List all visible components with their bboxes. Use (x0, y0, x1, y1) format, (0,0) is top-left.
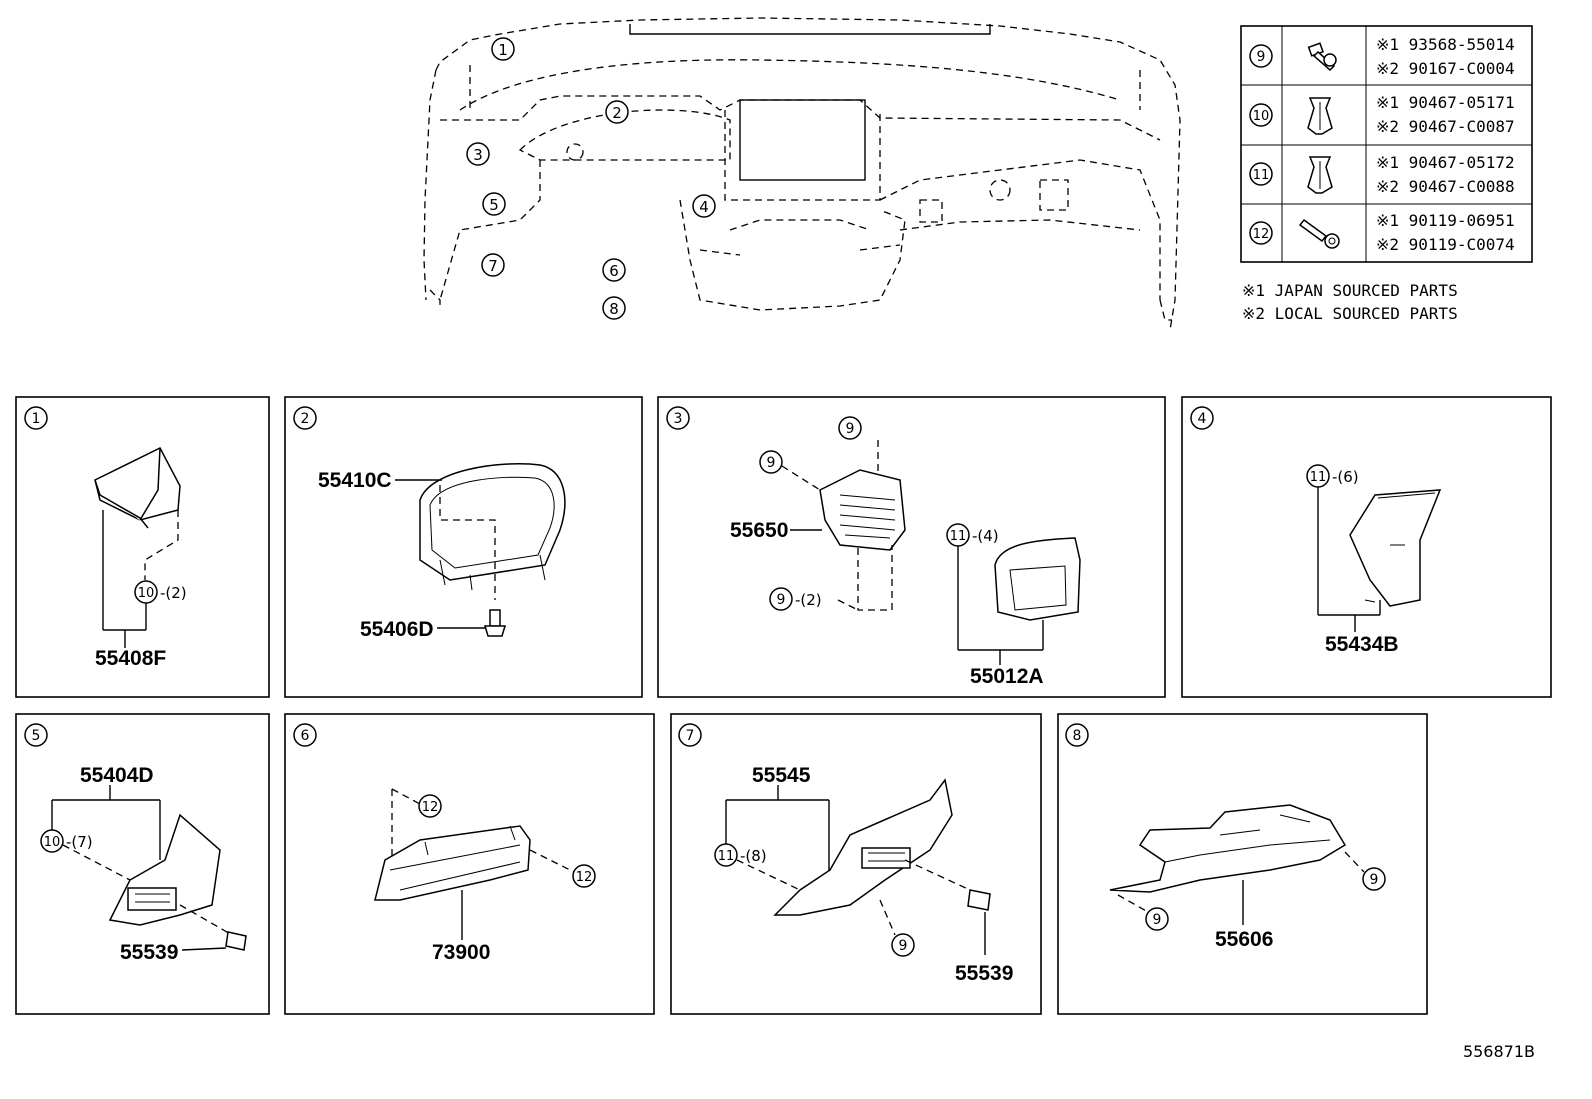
panel-3-qty-2: -(2) (795, 591, 822, 609)
table-code2-11: ※2 90467-C0088 (1376, 177, 1515, 196)
overview-callout-7: 7 (488, 257, 498, 275)
clip-icon (1307, 97, 1333, 135)
panel-4-fastener-callout: 11 (1310, 470, 1327, 485)
panel-3-part-b: 55012A (970, 665, 1044, 688)
panel-5: 5 55404D 10 -(7) 55539 (15, 713, 270, 1015)
table-code2-12: ※2 90119-C0074 (1376, 235, 1515, 254)
table-ref-9: 9 (1257, 49, 1266, 65)
panel-7: 7 55545 11 -(8) 9 55539 (670, 713, 1042, 1015)
panel-4: 4 11 -(6) 55434B (1181, 396, 1552, 698)
panel-5-number: 5 (32, 728, 41, 744)
panel-6-number: 6 (301, 728, 310, 744)
panel-5-part-a: 55404D (80, 764, 154, 787)
panel-4-number: 4 (1198, 411, 1207, 427)
panel-2: 2 55410C 55406D (284, 396, 643, 698)
panel-6: 6 12 12 73900 (284, 713, 655, 1015)
panel-7-part-a: 55545 (752, 764, 811, 787)
table-ref-10: 10 (1253, 109, 1270, 124)
table-code2-9: ※2 90167-C0004 (1376, 59, 1515, 78)
overview-callout-5: 5 (489, 196, 499, 214)
panel-1-number: 1 (32, 411, 41, 427)
panel-8-fastener-9-left: 9 (1153, 912, 1162, 928)
table-ref-12: 12 (1253, 227, 1270, 242)
panel-7-fastener-callout: 11 (718, 849, 735, 864)
panel-3-qty-4: -(4) (972, 527, 999, 545)
panel-3-number: 3 (674, 411, 683, 427)
panel-8-number: 8 (1073, 728, 1082, 744)
panel-1-fastener-callout: 10 (138, 586, 155, 601)
panel-7-fastener-9: 9 (899, 938, 908, 954)
panel-3-part-a: 55650 (730, 519, 788, 542)
panel-4-part-number: 55434B (1325, 633, 1399, 656)
legend-local: ※2 LOCAL SOURCED PARTS (1242, 304, 1458, 323)
bolt-icon (1307, 42, 1337, 72)
table-code1-10: ※1 90467-05171 (1376, 93, 1515, 112)
panel-2-part-a: 55410C (318, 469, 392, 492)
fastener-table: 9 ※1 93568-55014 ※2 90167-C0004 10 ※1 90… (1240, 25, 1533, 263)
overview-callout-8: 8 (609, 300, 619, 318)
panel-8-part-number: 55606 (1215, 928, 1273, 951)
panel-7-fastener-qty: -(8) (740, 847, 767, 865)
overview-callout-1: 1 (498, 41, 508, 59)
panel-7-part-b: 55539 (955, 962, 1013, 985)
panel-3-fastener-11: 11 (950, 529, 967, 544)
panel-5-fastener-callout: 10 (44, 835, 61, 850)
panel-2-part-b: 55406D (360, 618, 434, 641)
drawing-id: 556871B (1463, 1042, 1535, 1061)
table-code1-12: ※1 90119-06951 (1376, 211, 1515, 230)
table-code1-9: ※1 93568-55014 (1376, 35, 1515, 54)
overview-callout-2: 2 (612, 104, 622, 122)
table-code1-11: ※1 90467-05172 (1376, 153, 1515, 172)
panel-3-fastener-9-top: 9 (846, 421, 855, 437)
panel-4-fastener-qty: -(6) (1332, 468, 1359, 486)
legend-japan: ※1 JAPAN SOURCED PARTS (1242, 281, 1458, 300)
panel-3-fastener-9-left: 9 (767, 455, 776, 471)
panel-1-fastener-qty: -(2) (160, 584, 187, 602)
panel-6-fastener-12-top: 12 (422, 800, 439, 815)
screw-icon (1298, 218, 1340, 249)
overview-callout-3: 3 (473, 146, 483, 164)
panel-3-fastener-9-bottom: 9 (777, 592, 786, 608)
panel-5-fastener-qty: -(7) (66, 833, 93, 851)
clip-icon (1307, 156, 1333, 194)
table-code2-10: ※2 90467-C0087 (1376, 117, 1515, 136)
panel-1: 1 10 -(2) 55408F (15, 396, 270, 698)
overview-callout-4: 4 (699, 198, 709, 216)
panel-7-number: 7 (686, 728, 695, 744)
panel-3: 3 9 9 55650 9 -(2) 11 -(4) 55012A (657, 396, 1166, 698)
panel-1-part-number: 55408F (95, 647, 166, 670)
panel-5-part-b: 55539 (120, 941, 178, 964)
panel-8-fastener-9-right: 9 (1370, 872, 1379, 888)
overview-callout-6: 6 (609, 262, 619, 280)
panel-2-number: 2 (301, 411, 310, 427)
overview-callouts: 1 2 3 4 5 6 7 8 (466, 37, 716, 320)
panel-6-fastener-12-right: 12 (576, 870, 593, 885)
panel-6-part-number: 73900 (432, 941, 490, 964)
instrument-panel-overview (423, 17, 1181, 331)
table-ref-11: 11 (1253, 168, 1270, 183)
panel-8: 8 9 9 55606 (1057, 713, 1428, 1015)
